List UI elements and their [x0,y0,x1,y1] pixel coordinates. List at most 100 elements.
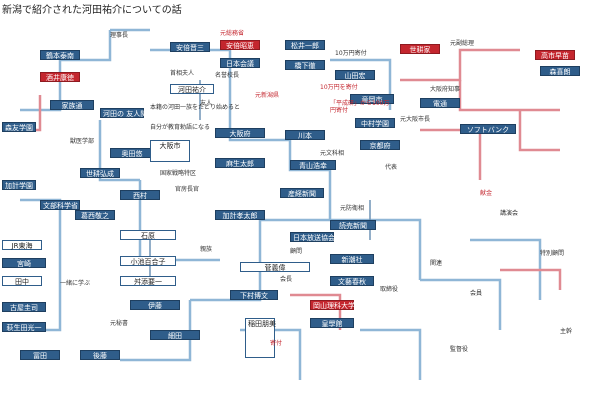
edge-label: 官房長官 [175,186,200,193]
node-seko[interactable]: 世耕弘成 [80,168,120,178]
edge-label: 友人 [200,100,213,107]
node-hosoda[interactable]: 細田 [150,330,200,340]
node-osaka-city[interactable]: 大阪市 [150,140,190,162]
node-ito[interactable]: 伊藤 [130,300,180,310]
edge-label: 理事長 [110,32,129,39]
note-text: 講演会 [500,210,519,217]
node-kakegawa[interactable]: 加計学園 [2,180,36,190]
note-text: 自分が教育勅語になる [150,124,211,131]
node-abe[interactable]: 安倍晋三 [170,42,210,52]
node-nhk[interactable]: 日本放送協会 [290,232,335,242]
node-takaichi[interactable]: 高市早苗 [535,50,575,60]
node-akie[interactable]: 安倍昭恵 [220,40,260,50]
node-morikawa[interactable]: 森友学園 [2,122,36,132]
node-shinchosha[interactable]: 新潮社 [330,254,374,264]
edge-line [60,30,112,62]
edge-label: 主幹 [560,328,573,335]
edge-label: 元防衛相 [340,205,365,212]
node-miyazaki[interactable]: 宮崎 [2,258,46,268]
node-kasai[interactable]: 葛西敬之 [75,210,115,220]
edge-line [330,58,392,110]
node-kyoto[interactable]: 京都府 [360,140,400,150]
edge-label: 獣医学部 [70,138,95,145]
node-inada[interactable]: 稲田朋美 [245,318,276,358]
node-yamada[interactable]: 山田宏 [335,70,375,80]
node-kakegawa2[interactable]: 加計孝太郎 [215,210,265,220]
note-text: 元新潟県 [255,92,280,99]
node-kawamoto[interactable]: 川本 [285,130,325,140]
node-hagiuda[interactable]: 萩生田光一 [2,322,46,332]
node-nippon-kaigi[interactable]: 日本会議 [220,58,260,68]
node-kawada[interactable]: 河田祐介 [170,84,214,94]
edge-label: 名誉校長 [215,72,240,79]
edge-line [500,268,562,290]
edge-label: 元大阪市長 [400,116,431,123]
note-text: 献金 [480,190,493,197]
node-kawada-friends[interactable]: 河田の 友人関係 [100,108,154,118]
node-okuda[interactable]: 奥田悠 [110,148,154,158]
node-matsui[interactable]: 松井一郎 [285,40,325,50]
node-shimomura[interactable]: 下村博文 [230,290,278,300]
node-tomita[interactable]: 冨田 [20,350,60,360]
node-hashimoto[interactable]: 橋下徹 [285,60,325,70]
node-ministry1[interactable]: 文部科学省 [40,200,80,210]
edge-label: 会長 [280,276,293,283]
edge-line [420,278,502,330]
note-text: 一緒に学ぶ [60,280,91,287]
page-title: 新潟で紹介された河田祐介についての話 [2,5,182,16]
node-furuya[interactable]: 古屋圭司 [2,302,46,312]
node-sakai[interactable]: 酒井康徳 [40,72,80,82]
node-nishimura[interactable]: 西村 [120,190,160,200]
node-nakamura[interactable]: 中村学園 [355,118,395,128]
edge-label: 元秘書 [110,320,129,327]
node-mori[interactable]: 森喜朗 [540,66,580,76]
edge-label: 首相夫人 [170,70,195,77]
node-yomiuri[interactable]: 読売新聞 [330,220,376,230]
edge-label: 代表 [385,164,398,171]
edge-label: 国家戦略特区 [160,170,197,177]
edge-line [190,220,262,302]
edge-line [228,90,290,142]
edge-label: 寄付 [270,340,283,347]
node-goto[interactable]: 後藤 [80,350,120,360]
edge-label: 元文科相 [320,150,345,157]
node-kogakukan[interactable]: 皇學館 [310,318,354,328]
edge-label: 大阪府知事 [430,86,461,93]
edge-label: 元総務省 [220,30,245,37]
node-aoyama[interactable]: 青山浩幸 [290,160,336,170]
node-kasimoto[interactable]: 鶴本泰南 [40,50,80,60]
node-tanaka[interactable]: 田中 [2,276,42,286]
edge-line [98,120,140,182]
edge-line [470,238,542,300]
node-yaoyoshi[interactable]: 家族通 [50,100,94,110]
edge-label: 取締役 [380,286,399,293]
edge-label: 会員 [470,290,483,297]
edge-line [120,300,192,362]
note-text: 関連 [430,260,443,267]
node-ishihara[interactable]: 石原 [120,230,176,240]
edge-line [360,328,422,380]
node-bunshun[interactable]: 文藝春秋 [330,276,374,286]
edge-label: 特別顧問 [540,250,565,257]
node-suga[interactable]: 菅義偉 [240,262,310,272]
note-text: 10万円を寄付 [320,84,358,91]
node-koike[interactable]: 小池百合子 [120,256,176,266]
node-softbank[interactable]: ソフトバンク [460,124,516,134]
edge-line [518,110,560,152]
edge-line [288,140,330,172]
node-asou[interactable]: 麻生太郎 [215,158,265,168]
node-sankei[interactable]: 産経新聞 [280,188,324,198]
node-jr[interactable]: JR東海 [2,240,42,250]
node-okubo[interactable]: 大阪府 [215,128,265,138]
node-tatsuoka[interactable]: 竜岡市 [350,94,394,104]
node-setsuma[interactable]: 世耕家 [400,44,440,54]
note-text: 「平成研」から100万円寄付 [330,100,390,114]
node-masuzoe[interactable]: 舛添要一 [120,276,176,286]
node-kakegawa-college[interactable]: 岡山理科大学 [310,300,355,310]
edge-label: 親族 [200,246,213,253]
edge-label: 10万円寄付 [335,50,367,57]
node-dentsu[interactable]: 電通 [420,98,460,108]
edge-label: 元副総理 [450,40,475,47]
